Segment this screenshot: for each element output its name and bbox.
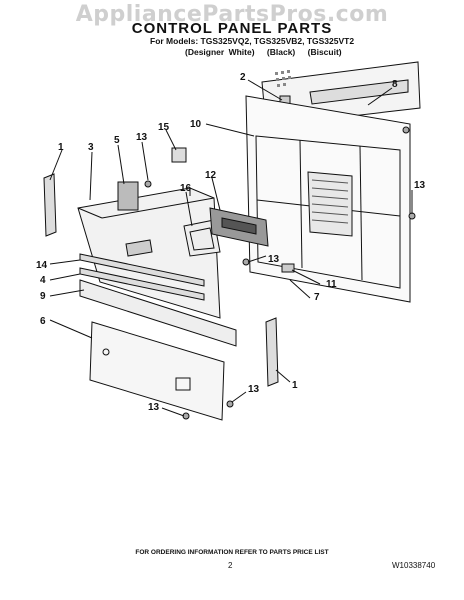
callout-11: 11: [326, 279, 337, 290]
part-main-control-panel: [77, 187, 221, 319]
callout-16: 16: [180, 183, 192, 194]
callout-1-left: 1: [58, 142, 64, 153]
callout-2: 2: [240, 72, 246, 83]
variant-black: (Black): [266, 47, 296, 57]
models-line: For Models: TGS325VQ2, TGS325VB2, TGS325…: [150, 36, 355, 46]
callout-13-top: 13: [136, 132, 148, 143]
callout-12: 12: [205, 170, 217, 181]
part-back-panel: [245, 95, 411, 303]
callout-3: 3: [88, 142, 94, 153]
callout-4: 4: [40, 275, 46, 286]
part-electronic-control: [209, 207, 269, 247]
variant-biscuit: (Biscuit): [307, 47, 342, 57]
part-small-bracket: [171, 147, 187, 163]
part-trim-strips: [79, 253, 205, 301]
callout-10: 10: [190, 119, 202, 130]
callout-9: 9: [40, 291, 46, 302]
callout-7: 7: [314, 292, 320, 303]
leader-lines: [49, 79, 413, 417]
page-title: CONTROL PANEL PARTS: [131, 20, 333, 37]
document-number: W10338740: [392, 561, 436, 570]
callout-6: 6: [40, 316, 46, 327]
watermark-text: AppliancePartsPros.com: [75, 2, 389, 27]
variant-labels: (Designer White) (Black) (Biscuit): [185, 47, 350, 57]
callout-8: 8: [392, 79, 398, 90]
callout-13-middle: 13: [268, 254, 280, 265]
callout-5: 5: [114, 135, 120, 146]
callout-1-right: 1: [292, 380, 298, 391]
callout-13-right: 13: [414, 180, 426, 191]
part-left-end-bracket: [43, 173, 57, 237]
ordering-note: FOR ORDERING INFORMATION REFER TO PARTS …: [135, 549, 329, 556]
part-rear-shield: [89, 321, 225, 421]
part-display-housing: [183, 219, 221, 257]
callout-labels: 1 3 5 13 15 16 12 2 8 10 13 13 11 7 14 4…: [36, 72, 426, 413]
screw-icons: [144, 126, 416, 420]
callout-15: 15: [158, 122, 170, 133]
part-control-board: [117, 181, 139, 211]
variant-white: (Designer White): [185, 47, 255, 57]
page-number: 2: [228, 561, 233, 570]
part-right-end-bracket: [265, 317, 279, 387]
callout-13-bottom-right: 13: [248, 384, 260, 395]
part-screw: [281, 263, 295, 273]
callout-14: 14: [36, 260, 48, 271]
callout-13-bottom-left: 13: [148, 402, 160, 413]
